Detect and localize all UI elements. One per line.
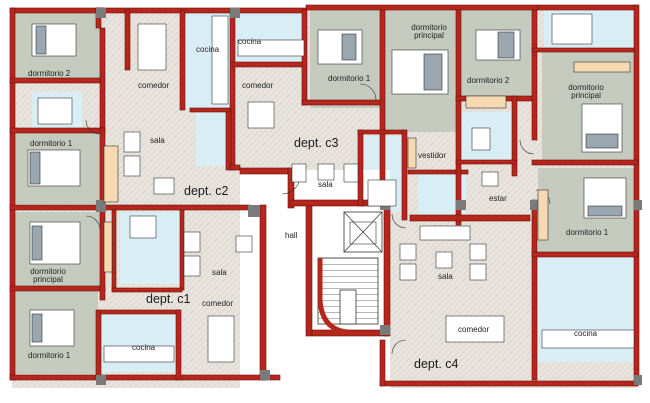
room-label-hall: hall [285,231,298,240]
sofa-c4-4 [469,263,487,281]
room-label-dorm-principal-c3: dormitorio principal [411,23,447,41]
counter-cocina-c2 [211,15,229,105]
sofa-c3-2 [343,163,359,183]
sofa-c2-2 [123,155,141,177]
stair-curved-wall [317,258,349,335]
bathtub-left [37,97,73,125]
room-label-dorm1-right: dormitorio 1 [566,228,609,237]
chair-estar [481,171,499,187]
room-label-comedor-c4: comedor [458,325,490,334]
apartment-label-c3: dept. c3 [294,136,339,150]
walls [9,4,640,387]
wardrobe-principal-right [573,61,631,73]
table-comedor-c2 [137,23,167,71]
furniture [27,13,635,363]
room-label-dorm2-right: dormitorio 2 [467,76,510,85]
room-label-sala-c1: sala [212,268,227,277]
room-label-cocina-c1: cocina [132,343,156,352]
wardrobe-dorm2-right [465,95,507,109]
room-label-dorm-principal-left: dormitorio principal [30,267,66,285]
sofa-c4-3 [469,243,487,261]
wardrobe-left [103,145,119,203]
sofa-c4-2 [399,263,417,281]
floor-bath-c2 [196,110,226,166]
room-label-comedor-c1: comedor [202,299,234,308]
room-label-dorm2-left: dormitorio 2 [28,69,71,78]
counter-cocina-c4 [541,329,635,349]
room-label-sala-c4: sala [438,272,453,281]
sofa-c3-1 [291,163,307,183]
sofa-c1-3 [235,235,253,253]
floor-cocina-c3 [234,10,308,68]
table-sala-c4 [435,251,453,269]
apartment-label-c4: dept. c4 [414,357,459,371]
shower-c1 [129,215,157,239]
room-label-cocina-c3: cocina [238,37,262,46]
room-label-dorm1-c1: dormitorio 1 [28,351,71,360]
table-comedor-c3 [247,101,275,129]
sofa-c2-3 [153,177,175,195]
sofa-c4-1 [399,243,417,261]
room-label-sala-c3: sala [318,180,333,189]
floor-cocina-c1 [102,314,182,372]
wardrobe-vestidor [407,137,417,169]
columns [96,8,642,385]
room-label-estar: estar [489,194,507,203]
shower-right [471,127,491,151]
room-label-vestidor: vestidor [418,151,447,160]
room-label-cocina-c4: cocina [574,329,598,338]
wardrobe-right [537,189,549,241]
bathtub-right [551,13,593,45]
shower-c3 [367,179,397,207]
stair-core [317,211,383,335]
stair-well [339,289,357,325]
table-sala-c3 [317,163,335,181]
table-comedor-c1 [207,315,235,363]
table-comedor-c4 [445,315,505,343]
room-label-dorm-principal-right: dormitorio principal [568,83,604,101]
room-label-comedor-c2: comedor [138,81,170,90]
room-label-cocina-c2: cocina [196,45,220,54]
wardrobe-left-2 [103,221,113,273]
room-label-dorm1-left: dormitorio 1 [30,139,73,148]
sofa-c1-2 [183,255,201,277]
sofa-c2-1 [123,131,141,153]
counter-cocina-c3 [237,39,305,57]
apartment-label-c2: dept. c2 [184,184,229,198]
sofa-c1-1 [183,231,201,253]
room-label-sala-c2: sala [150,136,165,145]
room-label-dorm1-c3: dormitorio 1 [328,74,371,83]
apartment-label-c1: dept. c1 [146,292,191,306]
room-label-comedor-c3: comedor [242,81,274,90]
counter-cocina-c1 [103,345,175,363]
bench-c4 [419,225,471,241]
